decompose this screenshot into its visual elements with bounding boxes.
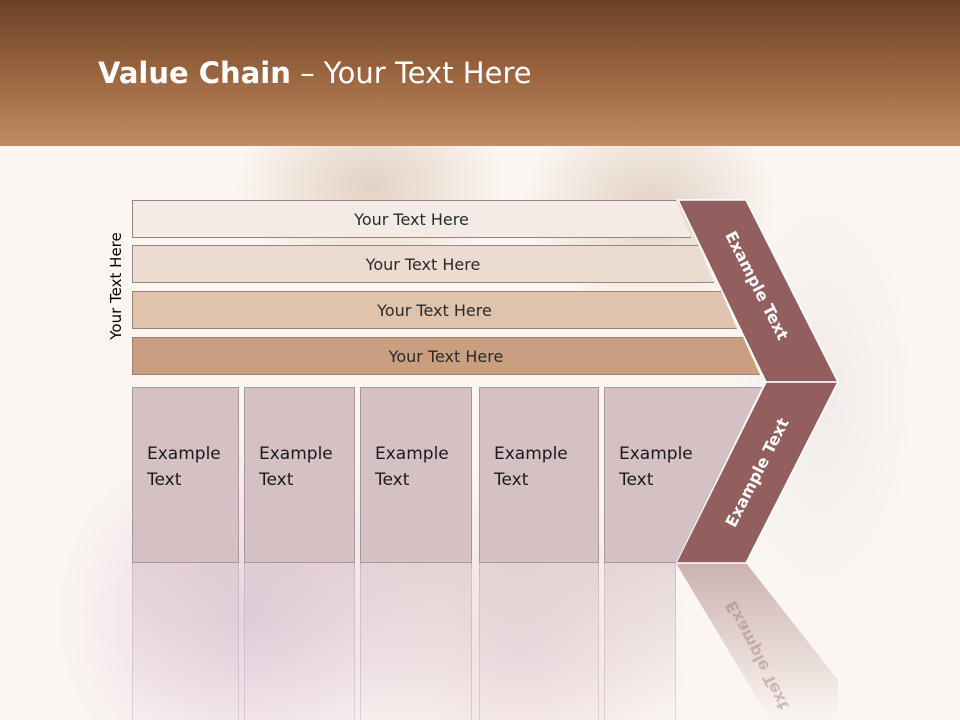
box-2-line2: Text [259, 470, 294, 490]
box-4-line1: Example [494, 444, 568, 464]
activity-box-3: Example Text [360, 387, 472, 563]
box-1-line1: Example [147, 444, 221, 464]
box-reflection-4 [479, 563, 599, 720]
box-3-line2: Text [375, 470, 410, 490]
bar-1-label: Your Text Here [354, 209, 469, 229]
box-3-line1: Example [375, 444, 449, 464]
box-reflection-3 [360, 563, 472, 720]
box-5-line1: Example [619, 444, 693, 464]
box-5-line2: Text [619, 470, 654, 490]
box-reflection-5 [604, 563, 676, 720]
activity-box-2: Example Text [244, 387, 355, 563]
bar-2: Your Text Here [132, 245, 714, 283]
title-bold: Value Chain [98, 56, 291, 90]
bar-2-label: Your Text Here [365, 254, 481, 274]
box-reflection-2 [244, 563, 355, 720]
chevron-reflection [676, 563, 838, 720]
activity-box-4: Example Text [479, 387, 599, 563]
box-1-line2: Text [147, 470, 182, 490]
bar-4-label: Your Text Here [388, 346, 504, 366]
bar-1: Your Text Here [132, 200, 691, 238]
slide-title: Value Chain – Your Text Here [98, 56, 532, 90]
chevron-lower [674, 381, 840, 564]
title-bar: Value Chain – Your Text Here [0, 0, 960, 146]
box-reflection-1 [132, 563, 239, 720]
title-rest: – Your Text Here [290, 56, 532, 90]
bar-4: Your Text Here [132, 337, 760, 375]
bar-3-label: Your Text Here [377, 300, 492, 320]
activity-box-1: Example Text [132, 387, 239, 563]
box-4-line2: Text [494, 470, 529, 490]
bar-3: Your Text Here [132, 291, 737, 329]
box-2-line1: Example [259, 444, 333, 464]
